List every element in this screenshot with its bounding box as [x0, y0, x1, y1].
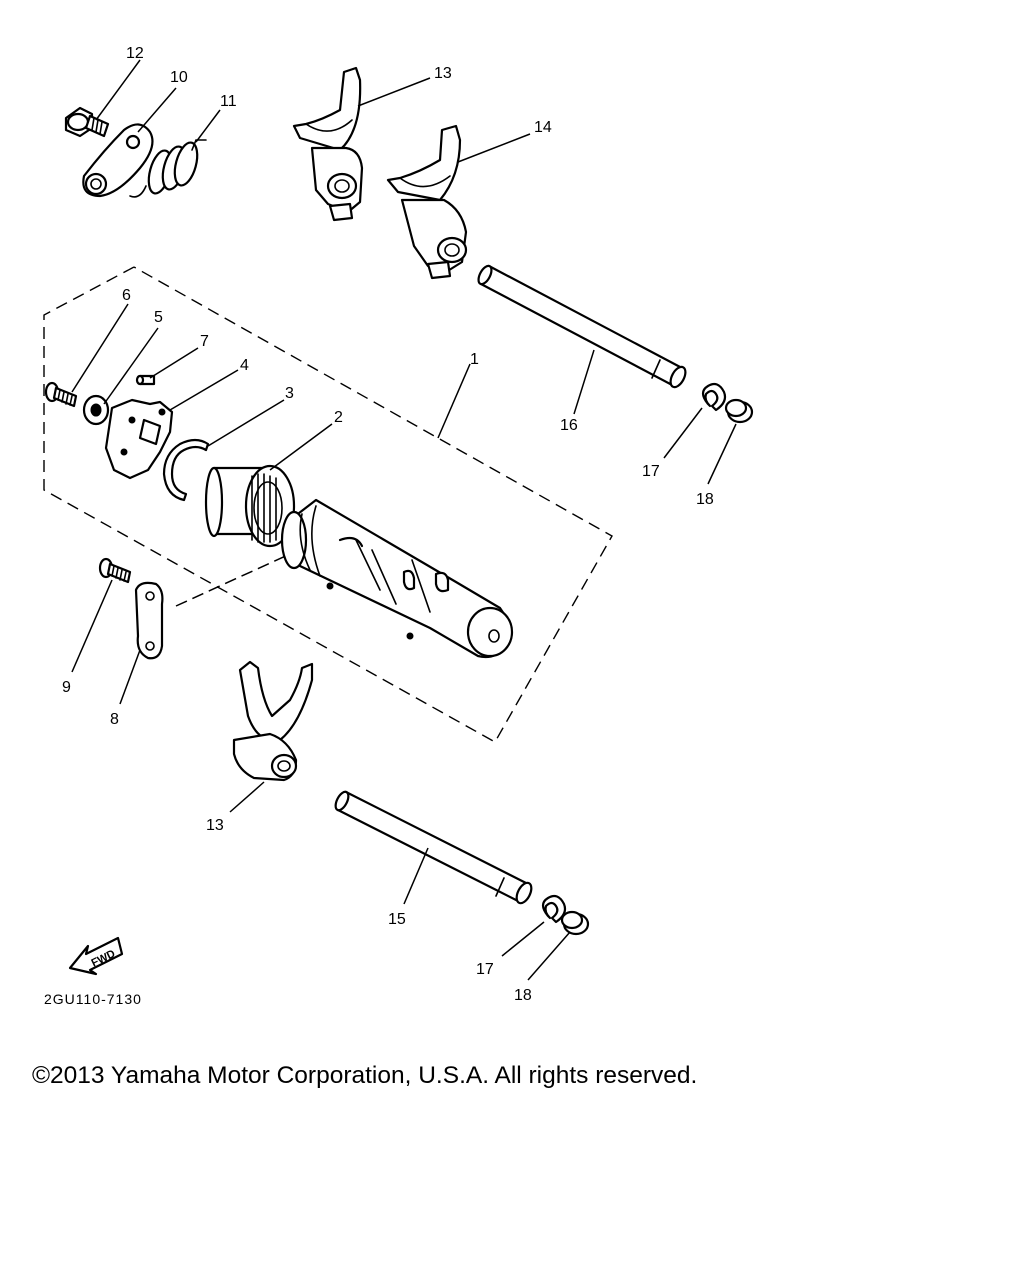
leader-lines	[71, 59, 737, 981]
callout-6: 6	[122, 287, 131, 304]
callout-17-upper: 17	[642, 463, 660, 480]
callout-11: 11	[220, 93, 237, 110]
copyright-notice: ©2013 Yamaha Motor Corporation, U.S.A. A…	[32, 1062, 698, 1089]
part-17-circlip-upper	[701, 382, 727, 412]
callout-18-lower: 18	[514, 987, 532, 1004]
callout-1: 1	[470, 351, 479, 368]
callout-8: 8	[110, 711, 119, 728]
callout-3: 3	[285, 385, 294, 402]
part-16-guide-bar	[477, 264, 687, 389]
part-14-shift-fork	[386, 124, 468, 280]
part-6-screw	[44, 381, 78, 408]
part-11-torsion-spring	[129, 139, 207, 198]
callout-7: 7	[200, 333, 209, 350]
part-15-guide-bar	[334, 790, 533, 905]
part-12-bolt	[64, 106, 110, 138]
part-17-circlip-lower	[541, 894, 567, 924]
part-10-stopper-lever	[82, 123, 154, 198]
callout-15: 15	[388, 911, 406, 928]
callout-18-upper: 18	[696, 491, 714, 508]
part-18-cap-upper	[724, 398, 754, 424]
callout-13-lower: 13	[206, 817, 224, 834]
part-5-washer	[82, 394, 110, 426]
callout-13-upper: 13	[434, 65, 452, 82]
part-13-shift-fork-upper	[292, 66, 364, 222]
part-18-cap-lower	[560, 910, 590, 936]
callout-5: 5	[154, 309, 163, 326]
callout-9: 9	[62, 679, 71, 696]
callout-17-lower: 17	[476, 961, 494, 978]
drawing-code: 2GU110-7130	[44, 991, 142, 1007]
part-4-segment	[104, 398, 174, 480]
callout-2: 2	[334, 409, 343, 426]
part-8-retainer-plate	[134, 581, 164, 660]
callout-14: 14	[534, 119, 552, 136]
fwd-arrow-icon: FWD	[68, 936, 124, 976]
part-2-bearing	[204, 464, 296, 548]
callout-16: 16	[560, 417, 578, 434]
part-3-circlip-ring	[162, 438, 210, 502]
part-9-screw	[98, 557, 132, 584]
assembly-boundary	[43, 266, 613, 743]
callout-12: 12	[126, 45, 144, 62]
exploded-parts-diagram: 12 10 11 13 14 6 5 7 4 3 2 1 16 17 18 9 …	[43, 45, 754, 1007]
callout-4: 4	[240, 357, 249, 374]
shift-drum	[280, 498, 514, 659]
callout-10: 10	[170, 69, 188, 86]
part-13-shift-fork-lower	[232, 660, 314, 782]
